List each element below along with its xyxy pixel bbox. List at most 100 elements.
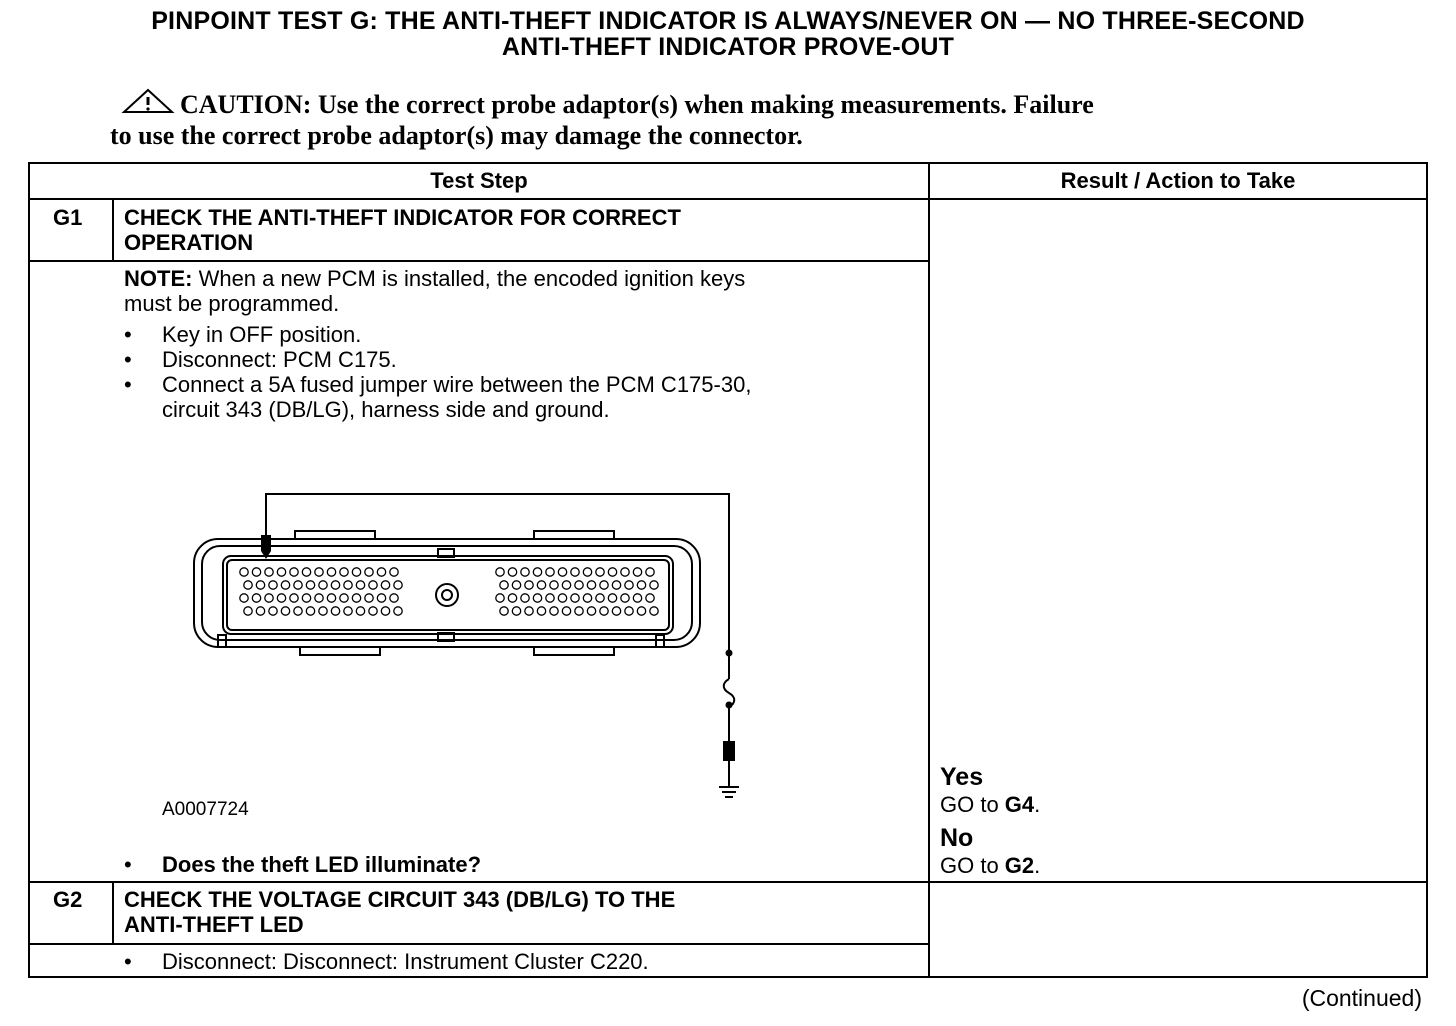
- header-divider: [30, 198, 1426, 200]
- result-no-label: No: [940, 824, 974, 852]
- connector-pin: [251, 567, 262, 577]
- connector-pin: [243, 606, 253, 616]
- connector-pin: [351, 567, 362, 577]
- header-test-step: Test Step: [430, 168, 528, 193]
- note: NOTE: When a new PCM is installed, the e…: [124, 266, 745, 316]
- title-line-1: PINPOINT TEST G: THE ANTI-THEFT INDICATO…: [151, 7, 1305, 35]
- note-text-line-2: must be programmed.: [124, 291, 340, 316]
- connector-pin: [507, 593, 518, 603]
- connector-pin: [343, 606, 353, 616]
- figure-id: A0007724: [162, 799, 249, 820]
- step-number-g1: G1: [53, 205, 83, 230]
- result-no-action: GO to G2.: [940, 853, 1040, 878]
- connector-pin: [549, 580, 559, 590]
- connector-pin: [611, 580, 622, 590]
- connector-pin: [251, 593, 262, 603]
- step-title-g1-line-2: OPERATION: [124, 230, 254, 255]
- connector-pin: [649, 580, 659, 590]
- connector-pin: [524, 606, 534, 616]
- bullet-mark: •: [124, 372, 132, 397]
- connector-pin: [624, 580, 634, 590]
- result-yes-go-to: GO to: [940, 792, 1005, 817]
- connector-pin: [364, 567, 374, 577]
- connector-pin: [557, 593, 568, 603]
- question-text: Does the theft LED illuminate?: [162, 852, 482, 877]
- connector-pin: [280, 606, 291, 616]
- step-number-g2: G2: [53, 887, 83, 912]
- connector-body: [193, 530, 701, 656]
- bullet-mark: •: [124, 322, 132, 347]
- connector-pin: [570, 593, 580, 603]
- ground-clip-icon: [723, 741, 735, 761]
- connector-pin: [620, 567, 630, 577]
- result-yes-action: GO to G4.: [940, 792, 1040, 817]
- g2-title-divider: [30, 943, 928, 945]
- connector-pin: [561, 580, 572, 590]
- connector-pin: [495, 593, 505, 603]
- connector-pin: [645, 567, 655, 577]
- connector-pin: [264, 593, 274, 603]
- connector-pin: [511, 580, 522, 590]
- connector-pin: [599, 606, 609, 616]
- connector-pin: [268, 606, 278, 616]
- connector-pin: [293, 580, 303, 590]
- step-title-g2-line-1: CHECK THE VOLTAGE CIRCUIT 343 (DB/LG) TO…: [124, 887, 676, 912]
- connector-pin: [624, 606, 634, 616]
- connector-pin: [355, 580, 366, 590]
- connector-pin: [507, 567, 518, 577]
- connector-pin: [339, 593, 349, 603]
- connector-pin: [368, 580, 378, 590]
- result-yes-target: G4: [1004, 792, 1035, 817]
- connector-pin: [376, 567, 387, 577]
- g1-bottom-divider: [30, 881, 1426, 883]
- caution-text-line-2: to use the correct probe adaptor(s) may …: [110, 121, 803, 150]
- connector-pin: [582, 593, 593, 603]
- connector-pin: [293, 606, 303, 616]
- connector-pin: [561, 606, 572, 616]
- list-item-text-line-2: circuit 343 (DB/LG), harness side and gr…: [162, 397, 610, 422]
- connector-pin: [607, 593, 618, 603]
- connector-pin: [376, 593, 387, 603]
- connector-pin: [632, 567, 643, 577]
- connector-pin: [243, 580, 253, 590]
- connector-pin: [289, 567, 299, 577]
- connector-pin: [611, 606, 622, 616]
- connector-pin: [549, 606, 559, 616]
- connector-pin: [511, 606, 522, 616]
- connector-pin: [268, 580, 278, 590]
- connector-pin: [595, 567, 605, 577]
- g2-number-divider: [112, 881, 114, 945]
- continued-label: (Continued): [1301, 985, 1422, 1011]
- connector-pin: [536, 606, 547, 616]
- connector-pin: [305, 606, 316, 616]
- connector-pin: [355, 606, 366, 616]
- connector-pin: [520, 593, 530, 603]
- connector-pin: [636, 606, 647, 616]
- connector-pin: [649, 606, 659, 616]
- list-item-text: Disconnect: PCM C175.: [162, 347, 397, 372]
- column-divider: [928, 164, 930, 976]
- note-text-line-1: When a new PCM is installed, the encoded…: [192, 266, 746, 291]
- connector-pin: [276, 567, 287, 577]
- list-item: •: [124, 852, 132, 877]
- connector-pin: [305, 580, 316, 590]
- title-line-2: ANTI-THEFT INDICATOR PROVE-OUT: [501, 33, 955, 61]
- connector-pin: [632, 593, 643, 603]
- connector-pin: [276, 593, 287, 603]
- connector-pin: [330, 606, 341, 616]
- connector-pin: [239, 593, 249, 603]
- connector-pin: [495, 567, 505, 577]
- connector-pin: [380, 606, 391, 616]
- connector-pin: [289, 593, 299, 603]
- connector-pin: [368, 606, 378, 616]
- connector-pin: [326, 593, 337, 603]
- fuse-icon: [725, 649, 733, 709]
- pinpoint-test-table: Test Step Result / Action to Take G1 CHE…: [28, 162, 1428, 978]
- connector-pin: [393, 606, 403, 616]
- connector-pin: [524, 580, 534, 590]
- list-item: •: [124, 949, 132, 974]
- page-title: PINPOINT TEST G: THE ANTI-THEFT INDICATO…: [0, 8, 1456, 60]
- step-title-g1: CHECK THE ANTI-THEFT INDICATOR FOR CORRE…: [124, 205, 681, 255]
- result-yes-end: .: [1034, 792, 1041, 817]
- connector-pin: [314, 567, 324, 577]
